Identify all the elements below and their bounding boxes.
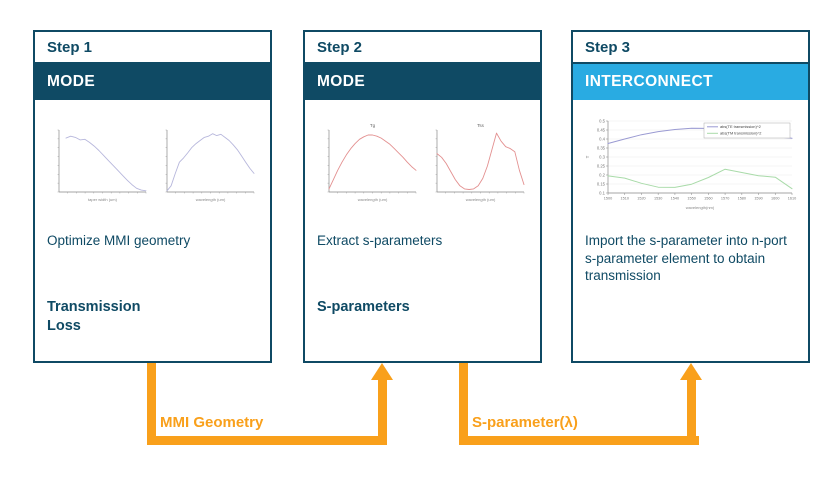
step-2-charts: Tg wavelength (um) Tss wavelength (um) [305, 112, 540, 212]
step-box-1: Step 1 MODE taper width (um) wavelength … [33, 30, 272, 363]
arrow-head-icon [680, 363, 702, 380]
product-band-mode-2: MODE [305, 62, 540, 100]
svg-text:Tss: Tss [477, 123, 485, 128]
svg-text:wavelength(nm): wavelength(nm) [685, 205, 714, 210]
svg-text:abs(TM transmission)^2: abs(TM transmission)^2 [720, 131, 761, 136]
svg-text:0.4: 0.4 [599, 137, 605, 142]
svg-text:0.1: 0.1 [599, 191, 605, 196]
arrow-segment-across [459, 436, 699, 445]
arrow-segment-up [378, 379, 387, 445]
svg-text:1500: 1500 [603, 197, 611, 201]
step-output-labels: Transmission Loss [47, 298, 260, 336]
svg-text:abs(TE transmission)^2: abs(TE transmission)^2 [720, 124, 761, 129]
step-box-3: Step 3 INTERCONNECT 0.5 0.45 0.4 0.35 0.3 0.2… [571, 30, 810, 363]
step-number-label: Step 1 [47, 38, 93, 56]
svg-text:taper width (um): taper width (um) [88, 197, 118, 202]
step-output-labels: S-parameters [317, 298, 530, 317]
svg-text:0.3: 0.3 [599, 155, 605, 160]
arrow-segment-up [687, 379, 696, 445]
step-description: Optimize MMI geometry [47, 233, 191, 248]
step-description: Import the s-parameter into n-port s-par… [585, 233, 787, 284]
svg-text:1510: 1510 [620, 197, 628, 201]
svg-text:1610: 1610 [787, 197, 795, 201]
svg-text:1580: 1580 [737, 197, 745, 201]
svg-text:1600: 1600 [771, 197, 779, 201]
svg-text:0.15: 0.15 [596, 182, 605, 187]
product-name-label: MODE [47, 73, 96, 90]
svg-text:0.35: 0.35 [596, 146, 605, 151]
svg-text:0.25: 0.25 [596, 164, 605, 169]
arrow-label-mmi-geometry: MMI Geometry [160, 414, 264, 431]
svg-text:Tg: Tg [369, 123, 375, 128]
product-band-mode-1: MODE [35, 62, 270, 100]
svg-text:0.45: 0.45 [596, 128, 605, 133]
output-quantity-label: Transmission [47, 299, 141, 315]
output-quantity-label: Loss [47, 317, 81, 334]
product-name-label: INTERCONNECT [585, 73, 713, 90]
svg-text:wavelength (um): wavelength (um) [465, 197, 495, 202]
chart-transmission-vs-taper-width: taper width (um) [47, 121, 151, 203]
svg-text:1530: 1530 [653, 197, 661, 201]
svg-text:wavelength (um): wavelength (um) [357, 197, 387, 202]
svg-text:1540: 1540 [670, 197, 678, 201]
chart-s-parameter-tss: Tss wavelength (um) [425, 121, 529, 203]
svg-text:1560: 1560 [704, 197, 712, 201]
arrow-segment-down [147, 363, 156, 445]
svg-text:0.2: 0.2 [599, 173, 605, 178]
svg-text:0.5: 0.5 [599, 119, 605, 124]
step-3-header: Step 3 [573, 32, 808, 62]
svg-text:1550: 1550 [687, 197, 695, 201]
output-quantity-label: S-parameters [317, 299, 410, 315]
step-description: Extract s-parameters [317, 233, 443, 248]
arrow-label-s-parameter: S-parameter(λ) [472, 414, 578, 431]
step-box-2: Step 2 MODE Tg wavelength (um) Tss wavelen… [303, 30, 542, 363]
step-number-label: Step 3 [585, 38, 631, 56]
chart-s-parameter-tg: Tg wavelength (um) [317, 121, 421, 203]
svg-text:T: T [585, 155, 590, 158]
step-1-charts: taper width (um) wavelength (um) [35, 112, 270, 212]
step-2-header: Step 2 [305, 32, 540, 62]
product-band-interconnect: INTERCONNECT [573, 62, 808, 100]
arrow-head-icon [371, 363, 393, 380]
step-1-header: Step 1 [35, 32, 270, 62]
svg-text:1570: 1570 [720, 197, 728, 201]
arrow-segment-down [459, 363, 468, 445]
chart-transmission-vs-wavelength: wavelength (um) [155, 121, 259, 203]
svg-text:wavelength (um): wavelength (um) [195, 197, 225, 202]
arrow-segment-across [147, 436, 387, 445]
product-name-label: MODE [317, 73, 366, 90]
svg-text:1520: 1520 [637, 197, 645, 201]
svg-text:1590: 1590 [754, 197, 762, 201]
step-number-label: Step 2 [317, 38, 363, 56]
